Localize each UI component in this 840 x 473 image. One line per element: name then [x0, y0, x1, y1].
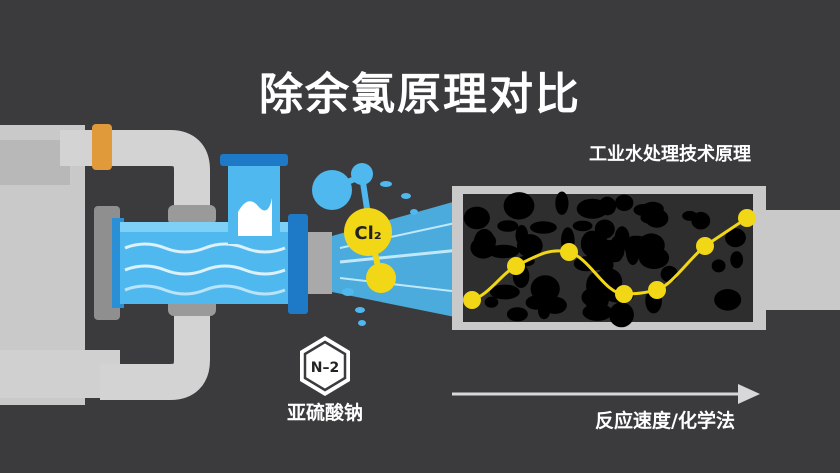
curve-point: [615, 285, 633, 303]
carbon-granule: [510, 199, 524, 210]
carbon-granule: [530, 221, 557, 234]
axis-label: 反应速度/化学法: [595, 410, 735, 432]
curve-point: [507, 257, 525, 275]
carbon-granule: [484, 296, 499, 308]
carbon-granule: [576, 198, 609, 219]
reaction-curve: [463, 209, 756, 309]
carbon-granule: [572, 220, 593, 232]
carbon-granule: [625, 237, 640, 266]
carbon-granule: [542, 296, 567, 314]
curve-point: [696, 237, 714, 255]
carbon-granule: [530, 275, 560, 303]
carbon-granule: [711, 259, 726, 273]
reagent-badge: N–2: [311, 360, 339, 376]
carbon-granule: [640, 211, 666, 225]
curve-point: [560, 243, 578, 261]
carbon-granule: [691, 211, 711, 230]
carbon-granule: [714, 289, 742, 311]
diagram-subtitle: 工业水处理技术原理: [589, 144, 751, 165]
hexagon-badge-icon: N–2: [300, 336, 350, 396]
carbon-granule: [463, 206, 490, 230]
chlorine-molecule-icon: Cl₂: [312, 163, 396, 293]
curve-point: [738, 209, 756, 227]
carbon-granule: [515, 224, 529, 246]
carbon-granule: [594, 268, 623, 295]
carbon-granule: [594, 240, 625, 263]
dosing-chamber: [220, 154, 288, 244]
curve-point: [463, 291, 481, 309]
carbon-granule: [594, 219, 615, 239]
carbon-granules: [463, 191, 746, 328]
right-flange: [288, 214, 308, 314]
curve-point: [648, 281, 666, 299]
carbon-granule: [637, 233, 665, 258]
carbon-granule: [473, 228, 496, 257]
reagent-label: 亚硫酸钠: [286, 402, 363, 424]
water-spray: [332, 181, 461, 326]
right-arrow-icon: [452, 384, 760, 404]
carbon-granule: [555, 191, 569, 215]
page-title: 除余氯原理对比: [259, 69, 581, 120]
carbon-granule: [489, 284, 520, 300]
carbon-granule: [730, 251, 744, 269]
carbon-granule: [582, 303, 613, 321]
carbon-granule: [609, 302, 634, 328]
carbon-granule: [497, 220, 519, 232]
carbon-granule: [725, 228, 746, 248]
carbon-granule: [615, 194, 634, 211]
left-housing: [0, 125, 120, 405]
carbon-granule: [506, 307, 528, 322]
upper-pipe: [60, 124, 216, 225]
carbon-granule: [660, 265, 678, 283]
valve-handle: [92, 124, 112, 170]
chlorine-label: Cl₂: [354, 223, 381, 244]
